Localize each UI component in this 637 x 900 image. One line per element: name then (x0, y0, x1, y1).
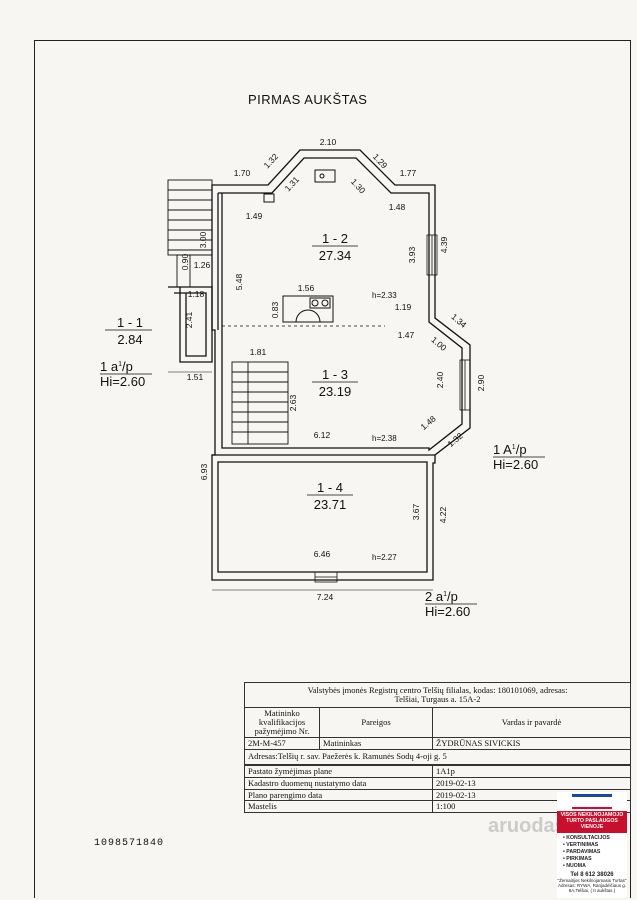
svg-text:2.63: 2.63 (288, 394, 298, 411)
cert-no: 2M-M-457 (244, 736, 320, 750)
svg-text:1.26: 1.26 (194, 260, 211, 270)
svg-text:6.46: 6.46 (314, 549, 331, 559)
ad-service: VERTINIMAS (563, 842, 627, 849)
svg-text:1.51: 1.51 (187, 372, 204, 382)
address: Adresas:Telšių r. sav. Paežerės k. Ramun… (244, 748, 631, 766)
surveyor-name: ŽYDRŪNAS SIVICKIS (432, 736, 631, 750)
ad-phone: Tel 8 612 38026 (570, 871, 614, 878)
svg-text:1.70: 1.70 (234, 168, 251, 178)
row-label-cadastre-date: Kadastro duomenų nustatymo data (244, 776, 433, 790)
ad-service: KONSULTACIJOS (563, 835, 627, 842)
room-1-2-id: 1 - 2 (322, 231, 348, 246)
svg-text:Hi=2.60: Hi=2.60 (493, 457, 538, 472)
exterior-walls (211, 149, 471, 581)
ad-service: PIRKIMAS (563, 856, 627, 863)
svg-text:1.81: 1.81 (250, 347, 267, 357)
height-1-3: h=2.38 (372, 434, 397, 443)
row-label-scale: Mastelis (244, 800, 433, 814)
svg-text:1.56: 1.56 (298, 283, 315, 293)
svg-text:4.39: 4.39 (439, 236, 449, 253)
registry-stamp: Valstybės įmonės Registrų centro Telšių … (244, 682, 631, 814)
ad-headline: VISOS NEKILNOJAMOJO TURTO PASLAUGOS VIEN… (557, 811, 627, 833)
row-value-plan-mark: 1A1p (432, 763, 631, 778)
room-1-2-area: 27.34 (319, 248, 352, 263)
dimension-lines (168, 371, 433, 591)
svg-text:2.10: 2.10 (320, 137, 337, 147)
svg-text:1 a1/p: 1 a1/p (100, 359, 133, 374)
svg-text:3.00: 3.00 (198, 231, 208, 248)
svg-text:1.32: 1.32 (262, 151, 281, 170)
svg-text:1.47: 1.47 (398, 330, 415, 340)
svg-text:1.32: 1.32 (446, 430, 465, 448)
svg-text:0.90: 0.90 (180, 253, 190, 270)
room-labels: 1 - 2 27.34 1 - 3 23.19 1 - 4 23.71 1 - … (105, 231, 358, 512)
svg-text:3.67: 3.67 (411, 503, 421, 520)
room-1-1-id: 1 - 1 (117, 315, 143, 330)
svg-text:2.40: 2.40 (435, 371, 445, 388)
height-1-2: h=2.33 (372, 291, 397, 300)
svg-text:6.93: 6.93 (199, 463, 209, 480)
position: Matininkas (319, 736, 433, 750)
room-1-4-id: 1 - 4 (317, 480, 343, 495)
barcode-number: 1098571840 (94, 838, 165, 849)
exterior-stairs (167, 179, 213, 288)
ad-services: KONSULTACIJOS VERTINIMAS PARDAVIMAS PIRK… (557, 835, 627, 870)
svg-text:6.12: 6.12 (314, 430, 331, 440)
svg-text:1.48: 1.48 (419, 413, 438, 431)
height-1-4: h=2.27 (372, 553, 397, 562)
external-marks: 1 a1/p Hi=2.60 1 A1/p Hi=2.60 2 a1/p Hi=… (100, 359, 545, 619)
interior-stairs (231, 361, 289, 445)
svg-text:1.19: 1.19 (395, 302, 412, 312)
svg-text:1.49: 1.49 (246, 211, 263, 221)
svg-text:7.24: 7.24 (317, 592, 334, 602)
svg-text:1.18: 1.18 (188, 289, 205, 299)
svg-text:0.83: 0.83 (270, 301, 280, 318)
svg-text:1.31: 1.31 (283, 174, 302, 193)
col-name: Vardas ir pavardė (432, 707, 631, 738)
svg-text:1.29: 1.29 (371, 151, 390, 170)
svg-text:1 A1/p: 1 A1/p (493, 442, 527, 457)
ad-service: PARDAVIMAS (563, 849, 627, 856)
svg-text:1.34: 1.34 (449, 312, 468, 330)
room-1-1-area: 2.84 (117, 332, 142, 347)
sheet-border (34, 40, 631, 898)
svg-text:Hi=2.60: Hi=2.60 (425, 604, 470, 619)
svg-text:2 a1/p: 2 a1/p (425, 589, 458, 604)
room-1-3-area: 23.19 (319, 384, 352, 399)
row-label-plan-date: Plano parengimo data (244, 788, 433, 802)
kitchen-unit (263, 169, 336, 323)
agency-logo-icon (572, 794, 612, 809)
svg-text:1.30: 1.30 (349, 176, 368, 195)
agency-ad: VISOS NEKILNOJAMOJO TURTO PASLAUGOS VIEN… (557, 792, 627, 898)
svg-text:2.41: 2.41 (184, 311, 194, 328)
svg-text:2.90: 2.90 (476, 374, 486, 391)
registry-header: Valstybės įmonės Registrų centro Telšių … (244, 682, 631, 708)
room-1-4-area: 23.71 (314, 497, 347, 512)
room-1-3-id: 1 - 3 (322, 367, 348, 382)
page-title: PIRMAS AUKŠTAS (248, 92, 368, 107)
ad-address: "Žemaitijos Nekilnojamasis Turtas" Adres… (557, 877, 627, 894)
ceiling-heights: h=2.33 h=2.38 h=2.27 (372, 291, 397, 562)
svg-text:5.48: 5.48 (234, 273, 244, 290)
svg-text:Hi=2.60: Hi=2.60 (100, 374, 145, 389)
col-cert: Matininko kvalifikacijos pažymėjimo Nr. (244, 707, 320, 738)
svg-text:4.22: 4.22 (438, 506, 448, 523)
windows (314, 234, 471, 583)
svg-text:1.00: 1.00 (429, 335, 448, 353)
row-value-cadastre-date: 2019-02-13 (432, 776, 631, 790)
svg-text:3.93: 3.93 (407, 246, 417, 263)
svg-text:1.48: 1.48 (389, 202, 406, 212)
ad-service: NUOMA (563, 863, 627, 870)
svg-text:1.77: 1.77 (400, 168, 417, 178)
col-position: Pareigos (319, 707, 433, 738)
row-label-plan-mark: Pastato žymėjimas plane (244, 763, 433, 778)
